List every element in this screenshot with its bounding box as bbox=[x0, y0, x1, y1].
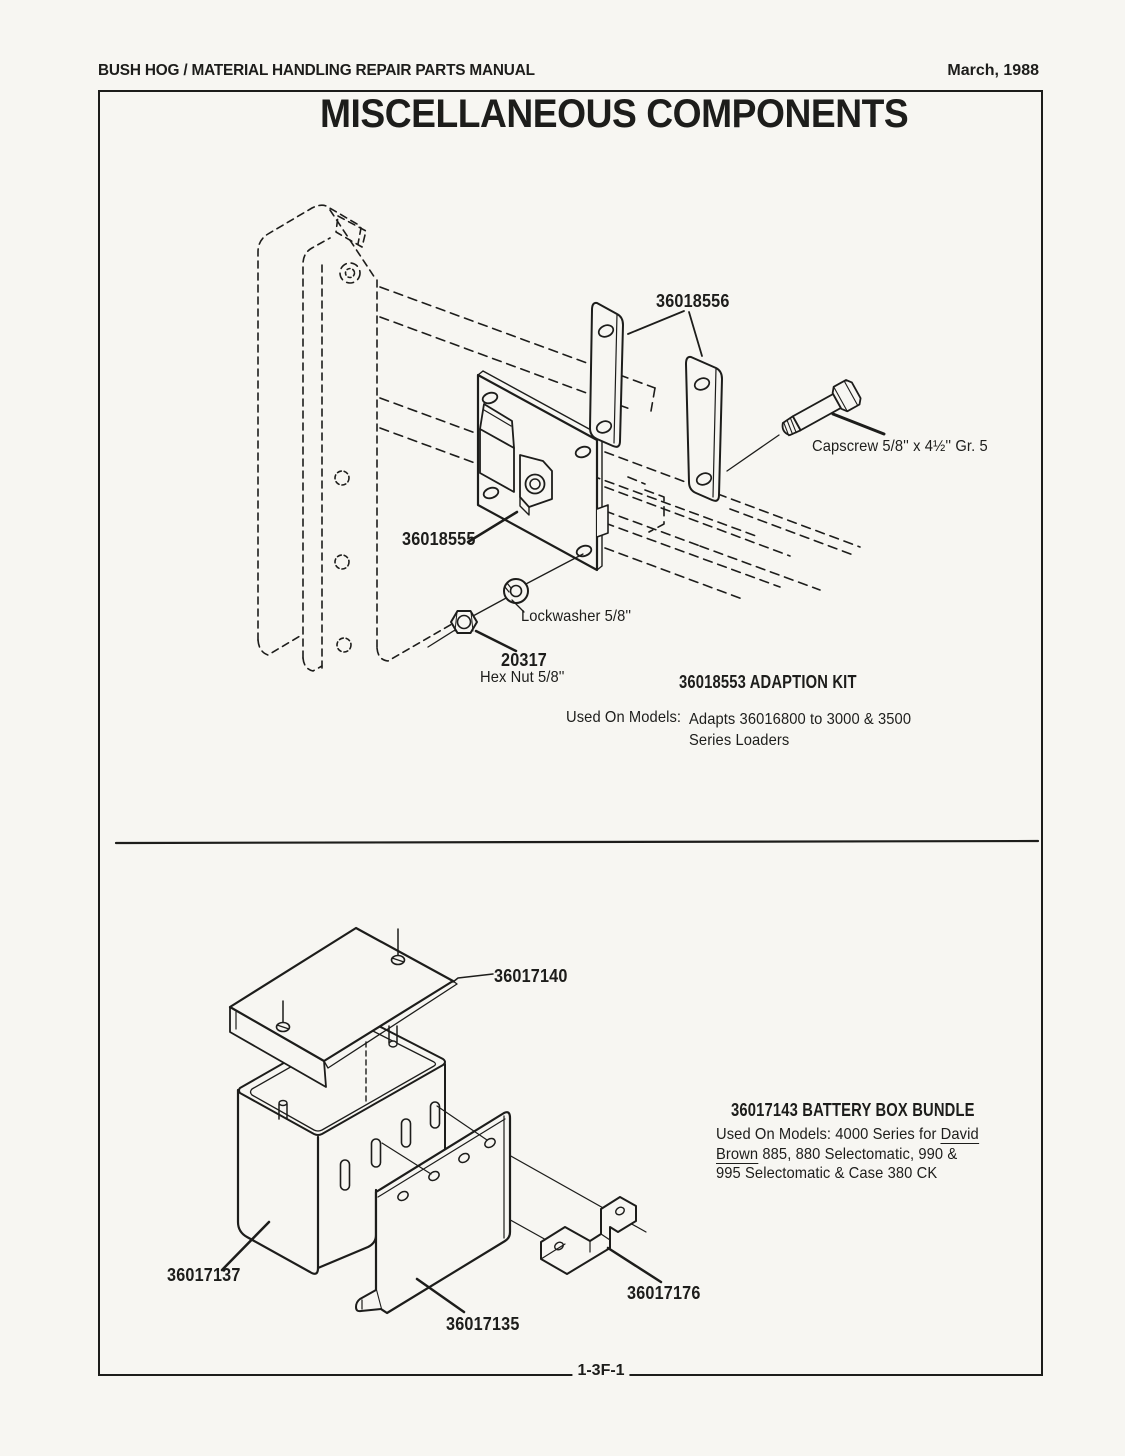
battery-box-used-on-text: Used On Models: 4000 Series for David Br… bbox=[716, 1125, 979, 1184]
lockwasher-label: Lockwasher 5/8'' bbox=[521, 608, 632, 625]
manual-header-date: March, 1988 bbox=[947, 62, 1039, 79]
lid-part-number-label: 36017140 bbox=[494, 966, 568, 986]
battery-box-diagram bbox=[220, 926, 663, 1315]
battery-line1-underlined: David bbox=[940, 1126, 979, 1144]
plate-part-number-label: 36018555 bbox=[402, 529, 476, 549]
battery-used-on-line-2: Brown 885, 880 Selectomatic, 990 & bbox=[716, 1145, 979, 1165]
page-title: MISCELLANEOUS COMPONENTS bbox=[320, 92, 909, 136]
capscrew-label: Capscrew 5/8'' x 4½'' Gr. 5 bbox=[812, 438, 988, 455]
adaption-kit-title: 36018553 ADAPTION KIT bbox=[679, 672, 857, 692]
battery-box-title: 36017143 BATTERY BOX BUNDLE bbox=[731, 1100, 975, 1120]
box-part-number-label: 36017137 bbox=[167, 1265, 241, 1285]
hex-nut-part-number-label: 20317 bbox=[501, 650, 547, 670]
used-on-line-1: Adapts 36016800 to 3000 & 3500 bbox=[689, 711, 912, 728]
section-divider bbox=[114, 839, 1040, 845]
bottom-plate-part-number-label: 36017135 bbox=[446, 1314, 520, 1334]
battery-line1-prefix: Used On Models: 4000 Series for bbox=[716, 1126, 941, 1143]
hex-nut-name-label: Hex Nut 5/8'' bbox=[480, 669, 565, 686]
battery-used-on-line-1: Used On Models: 4000 Series for David bbox=[716, 1125, 979, 1145]
adaption-kit-used-on-text: Adapts 36016800 to 3000 & 3500 Series Lo… bbox=[689, 709, 911, 751]
battery-line2-suffix: 885, 880 Selectomatic, 990 & bbox=[758, 1145, 958, 1163]
used-on-line-2: Series Loaders bbox=[689, 732, 790, 749]
adaption-kit-used-on-label: Used On Models: bbox=[566, 709, 682, 726]
strap-part-number-label: 36018556 bbox=[656, 291, 730, 311]
bracket-part-number-label: 36017176 bbox=[627, 1283, 701, 1303]
battery-line2-underlined: Brown bbox=[716, 1145, 759, 1164]
page-border bbox=[98, 90, 1043, 1376]
battery-used-on-line-3: 995 Selectomatic & Case 380 CK bbox=[716, 1165, 938, 1182]
manual-header-title: BUSH HOG / MATERIAL HANDLING REPAIR PART… bbox=[98, 62, 535, 79]
page-number: 1-3F-1 bbox=[572, 1362, 630, 1380]
adaption-kit-diagram bbox=[257, 204, 886, 672]
